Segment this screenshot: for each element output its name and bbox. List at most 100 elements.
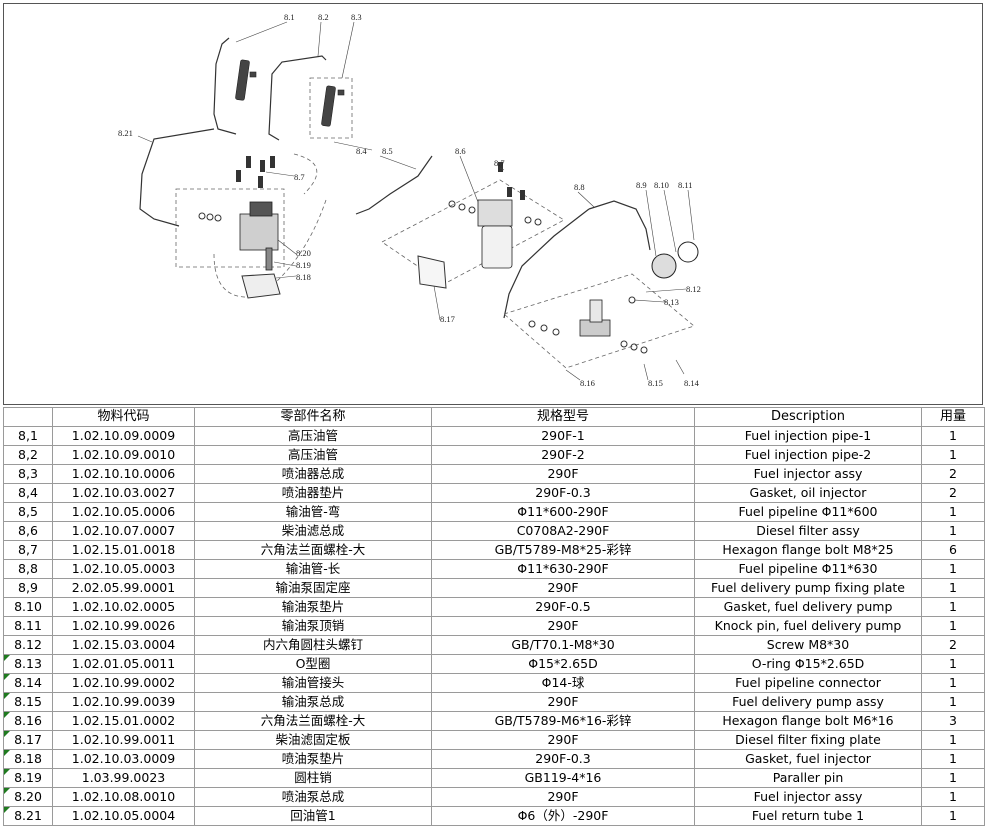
description: O-ring Φ15*2.65D (694, 654, 922, 674)
header-name-cn: 零部件名称 (194, 407, 432, 427)
material-code: 1.02.01.05.0011 (52, 654, 195, 674)
part-name-cn: 输油泵垫片 (194, 597, 432, 617)
routing-line-2 (213, 199, 327, 298)
part-name-cn: 柴油滤固定板 (194, 730, 432, 750)
description: Fuel return tube 1 (694, 806, 922, 826)
quantity: 1 (921, 597, 985, 617)
pump-fixing-plate (651, 253, 677, 279)
row-index: 8,4 (3, 483, 53, 503)
part-name-cn: 输油管-长 (194, 559, 432, 579)
quantity: 1 (921, 730, 985, 750)
description: Screw M8*30 (694, 635, 922, 655)
nut-1 (249, 71, 257, 78)
part-name-cn: 圆柱销 (194, 768, 432, 788)
row-index: 8.12 (3, 635, 53, 655)
header-description: Description (694, 407, 922, 427)
callout-label: 8.7 (294, 172, 305, 182)
callout-label: 8.21 (118, 128, 133, 138)
part-name-cn: 输油泵固定座 (194, 578, 432, 598)
callout-label: 8.3 (351, 12, 362, 22)
pump-gasket (241, 273, 281, 299)
specification: GB/T70.1-M8*30 (431, 635, 695, 655)
quantity: 1 (921, 502, 985, 522)
header-code: 物料代码 (52, 407, 195, 427)
material-code: 1.02.10.03.0027 (52, 483, 195, 503)
row-index: 8.14 (3, 673, 53, 693)
row-index: 8.18 (3, 749, 53, 769)
part-name-cn: 输油泵总成 (194, 692, 432, 712)
material-code: 1.02.10.99.0011 (52, 730, 195, 750)
fuel-pipeline-bent (355, 155, 433, 215)
description: Knock pin, fuel delivery pump (694, 616, 922, 636)
injection-pump-head (249, 201, 273, 217)
part-name-cn: 柴油滤总成 (194, 521, 432, 541)
callout-label: 8.4 (356, 146, 367, 156)
callout-label: 8.1 (284, 12, 295, 22)
description: Fuel pipeline Φ11*630 (694, 559, 922, 579)
description: Fuel delivery pump fixing plate (694, 578, 922, 598)
injector-1 (235, 59, 250, 101)
injection-pipe-1 (213, 37, 237, 135)
description: Fuel injection pipe-2 (694, 445, 922, 465)
specification: 290F (431, 464, 695, 484)
callout-label: 8.14 (684, 378, 700, 388)
material-code: 1.03.99.0023 (52, 768, 195, 788)
part-name-cn: O型圈 (194, 654, 432, 674)
specification: GB/T5789-M8*25-彩锌 (431, 540, 695, 560)
quantity: 1 (921, 426, 985, 446)
specification: C0708A2-290F (431, 521, 695, 541)
row-index: 8.13 (3, 654, 53, 674)
quantity: 1 (921, 787, 985, 807)
specification: 290F-0.3 (431, 483, 695, 503)
injector-group-box (309, 77, 353, 139)
specification: 290F (431, 730, 695, 750)
row-index: 8,7 (3, 540, 53, 560)
quantity: 1 (921, 673, 985, 693)
return-tube (139, 128, 215, 227)
callout-label: 8.18 (296, 272, 311, 282)
callout-labels: 8.1 8.2 8.3 8.4 8.5 8.6 8.7 8.7 8.8 8.9 … (118, 12, 701, 388)
material-code: 1.02.10.05.0004 (52, 806, 195, 826)
specification: Φ11*630-290F (431, 559, 695, 579)
description: Fuel injector assy (694, 787, 922, 807)
quantity: 2 (921, 464, 985, 484)
header-index (3, 407, 53, 427)
callout-label: 8.16 (580, 378, 595, 388)
quantity: 1 (921, 654, 985, 674)
material-code: 1.02.15.03.0004 (52, 635, 195, 655)
callout-label: 8.5 (382, 146, 393, 156)
header-quantity: 用量 (921, 407, 985, 427)
part-name-cn: 输油管接头 (194, 673, 432, 693)
row-index: 8.15 (3, 692, 53, 712)
row-index: 8,6 (3, 521, 53, 541)
specification: 290F-0.5 (431, 597, 695, 617)
quantity: 2 (921, 635, 985, 655)
part-name-cn: 六角法兰面螺栓-大 (194, 540, 432, 560)
description: Hexagon flange bolt M8*25 (694, 540, 922, 560)
specification: GB/T5789-M6*16-彩锌 (431, 711, 695, 731)
description: Diesel filter assy (694, 521, 922, 541)
material-code: 1.02.10.99.0026 (52, 616, 195, 636)
row-index: 8,2 (3, 445, 53, 465)
row-index: 8.17 (3, 730, 53, 750)
callout-label: 8.13 (664, 297, 679, 307)
callout-label: 8.12 (686, 284, 701, 294)
material-code: 1.02.15.01.0018 (52, 540, 195, 560)
pump-gasket-ring (677, 241, 699, 263)
material-code: 1.02.10.08.0010 (52, 787, 195, 807)
part-name-cn: 六角法兰面螺栓-大 (194, 711, 432, 731)
quantity: 1 (921, 768, 985, 788)
